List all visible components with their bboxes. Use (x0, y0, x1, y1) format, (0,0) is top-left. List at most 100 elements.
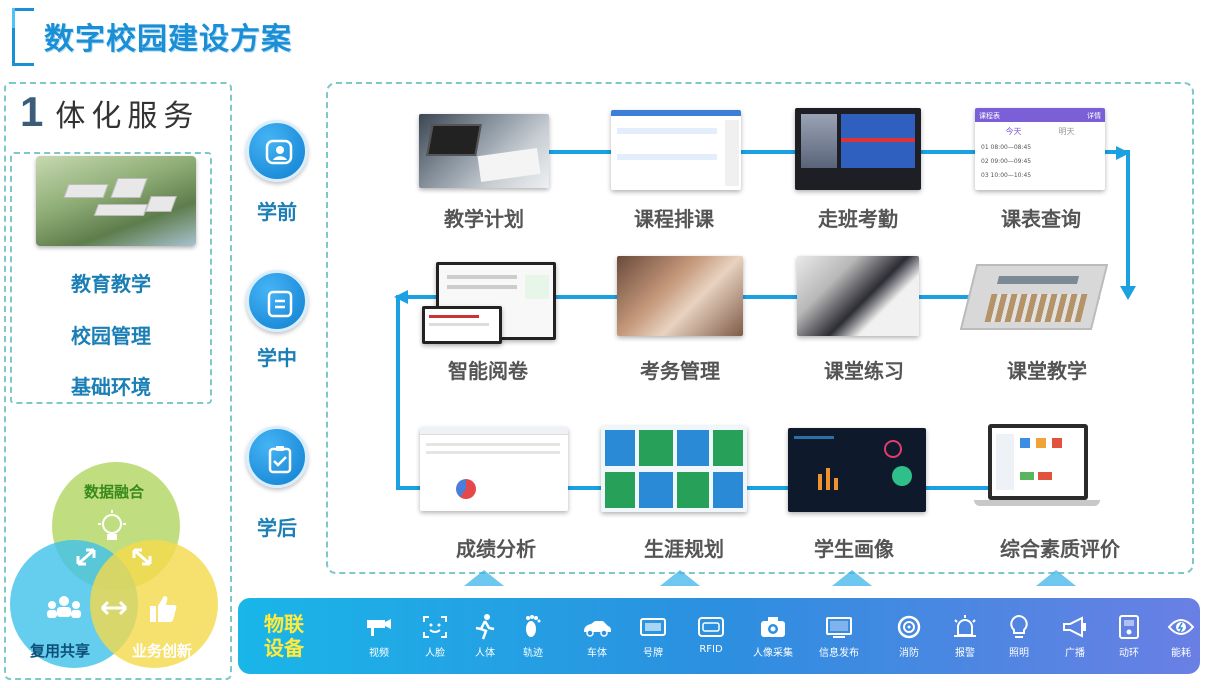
iot-item-portrait-capture[interactable]: 人像采集 (748, 614, 798, 659)
iot-item-energy[interactable]: 能耗 (1156, 614, 1206, 659)
iot-item-alarm[interactable]: 报警 (940, 614, 990, 659)
iot-label: 动环 (1119, 648, 1139, 659)
venn-circle-innovation (90, 540, 218, 668)
step-smart-grading[interactable]: 智能阅卷 (448, 359, 528, 383)
iot-item-body[interactable]: 人体 (460, 614, 510, 659)
thumb-schedule-query: 课程表 详情 今天 明天 01 08:00—08:45 02 09:00—09:… (975, 108, 1105, 190)
up-arrow-icon (832, 570, 872, 586)
thumb-grading-tablet (422, 306, 502, 344)
plate-icon (640, 618, 666, 636)
clipboard-check-icon (268, 446, 292, 474)
flow-panel (326, 82, 1194, 574)
thumb-quality-evaluation (972, 424, 1100, 510)
schedule-tab-tomorrow[interactable]: 明天 (1058, 127, 1075, 136)
campus-aerial-image (36, 156, 196, 246)
iot-item-plate[interactable]: 号牌 (628, 614, 678, 659)
iot-label: 人脸 (425, 648, 445, 659)
car-icon (584, 621, 611, 637)
flow-line-left-down (396, 295, 400, 489)
thumb-teaching-plan (419, 114, 549, 188)
venn-label-reuse-share: 复用共享 (30, 642, 91, 660)
iot-item-info-release[interactable]: 信息发布 (814, 614, 864, 659)
stage-label-during: 学中 (257, 346, 297, 370)
stage-icon-during[interactable] (246, 270, 308, 332)
thumb-course-scheduling (611, 110, 741, 190)
iot-item-track[interactable]: 轨迹 (508, 614, 558, 659)
iot-label: 车体 (587, 648, 607, 659)
thumb-attendance (795, 108, 921, 190)
left-item-campus-management: 校园管理 (71, 324, 151, 348)
flow-arrow-row1-end (1116, 146, 1130, 160)
schedule-row: 01 08:00—08:45 (981, 144, 1032, 151)
flow-arrow-down-1 (1120, 286, 1136, 300)
step-career-planning[interactable]: 生涯规划 (644, 537, 724, 561)
left-item-education: 教育教学 (71, 272, 151, 296)
venn-label-data-fusion: 数据融合 (84, 483, 145, 501)
footprint-icon (526, 615, 541, 637)
iot-item-video[interactable]: 视频 (354, 614, 404, 659)
iot-item-fire[interactable]: 消防 (884, 614, 934, 659)
up-arrow-icon (660, 570, 700, 586)
energy-icon (1167, 619, 1195, 635)
fire-hose-icon (897, 615, 921, 639)
person-walk-icon (475, 614, 495, 640)
step-classroom-teaching[interactable]: 课堂教学 (1007, 359, 1087, 383)
iot-item-face[interactable]: 人脸 (410, 614, 460, 659)
step-course-scheduling[interactable]: 课程排课 (634, 207, 714, 231)
bulb-icon (98, 510, 126, 540)
page-title: 数字校园建设方案 (44, 22, 292, 57)
schedule-header-right: 详情 (1087, 112, 1101, 120)
face-icon (423, 616, 447, 638)
photo-camera-icon (761, 617, 785, 637)
flow-line-right-down (1126, 150, 1130, 290)
iot-item-rfid[interactable]: RFID (686, 614, 736, 655)
schedule-row: 03 10:00—10:45 (981, 172, 1032, 179)
left-heading-number: 1 (20, 88, 44, 135)
up-arrow-icon (464, 570, 504, 586)
iot-label: 人体 (475, 648, 495, 659)
bulb-icon (1010, 614, 1028, 638)
thumb-classroom-practice (797, 256, 919, 336)
iot-label: 报警 (955, 648, 975, 659)
stage-icon-after[interactable] (246, 426, 308, 488)
left-inner-box (10, 152, 212, 404)
iot-label: 视频 (369, 648, 389, 659)
step-exam-management[interactable]: 考务管理 (640, 359, 720, 383)
schedule-tab-today[interactable]: 今天 (1005, 127, 1022, 136)
thumbs-up-icon (150, 596, 177, 622)
step-student-profile[interactable]: 学生画像 (814, 537, 894, 561)
up-arrow-icon (1036, 570, 1076, 586)
thumb-career-planning (601, 426, 747, 512)
left-heading-text: 体化服务 (55, 99, 200, 134)
alarm-icon (954, 615, 976, 637)
iot-item-environment[interactable]: 动环 (1104, 614, 1154, 659)
screen-icon (826, 617, 852, 638)
step-attendance[interactable]: 走班考勤 (818, 207, 898, 231)
iot-label: 照明 (1009, 648, 1029, 659)
tablet-icon (267, 290, 293, 318)
environment-icon (1119, 615, 1139, 639)
iot-item-broadcast[interactable]: 广播 (1050, 614, 1100, 659)
iot-label: 号牌 (643, 648, 663, 659)
step-quality-evaluation[interactable]: 综合素质评价 (1000, 537, 1120, 561)
iot-label: 广播 (1065, 648, 1085, 659)
rfid-icon (698, 617, 724, 637)
left-heading: 1 体化服务 (20, 88, 199, 136)
iot-item-vehicle[interactable]: 车体 (572, 614, 622, 659)
iot-label: 人像采集 (753, 648, 793, 659)
step-score-analysis[interactable]: 成绩分析 (456, 537, 536, 561)
schedule-row: 02 09:00—09:45 (981, 158, 1032, 165)
people-group-icon (47, 596, 81, 618)
step-schedule-query[interactable]: 课表查询 (1001, 207, 1081, 231)
stage-label-after: 学后 (257, 516, 297, 540)
schedule-header-left: 课程表 (979, 112, 1000, 120)
step-classroom-practice[interactable]: 课堂练习 (824, 359, 904, 383)
iot-title: 物联设备 (264, 612, 304, 660)
iot-item-lighting[interactable]: 照明 (994, 614, 1044, 659)
stage-icon-before[interactable] (246, 120, 308, 182)
step-teaching-plan[interactable]: 教学计划 (444, 207, 524, 231)
speaker-icon (1063, 616, 1086, 638)
chat-person-icon (265, 139, 293, 165)
left-panel (4, 82, 232, 680)
iot-label: 消防 (899, 648, 919, 659)
